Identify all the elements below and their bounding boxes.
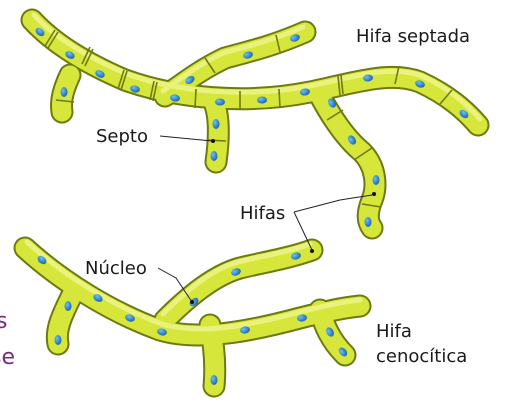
coenocytic-hypha — [25, 242, 360, 386]
coenocytic-nuclei — [36, 251, 349, 385]
cut-off-text-line2: se — [0, 345, 15, 370]
septate-hypha-label: Hifa septada — [356, 26, 470, 47]
hyphae-label: Hifas — [240, 203, 285, 224]
septum-label: Septo — [96, 126, 148, 147]
nucleus-label: Núcleo — [85, 258, 147, 279]
cut-off-text-line1: s — [0, 309, 7, 334]
septum-leader — [160, 136, 212, 141]
coenocytic-label-line1: Hifa — [376, 321, 412, 342]
coenocytic-label-line2: cenocítica — [376, 346, 467, 367]
